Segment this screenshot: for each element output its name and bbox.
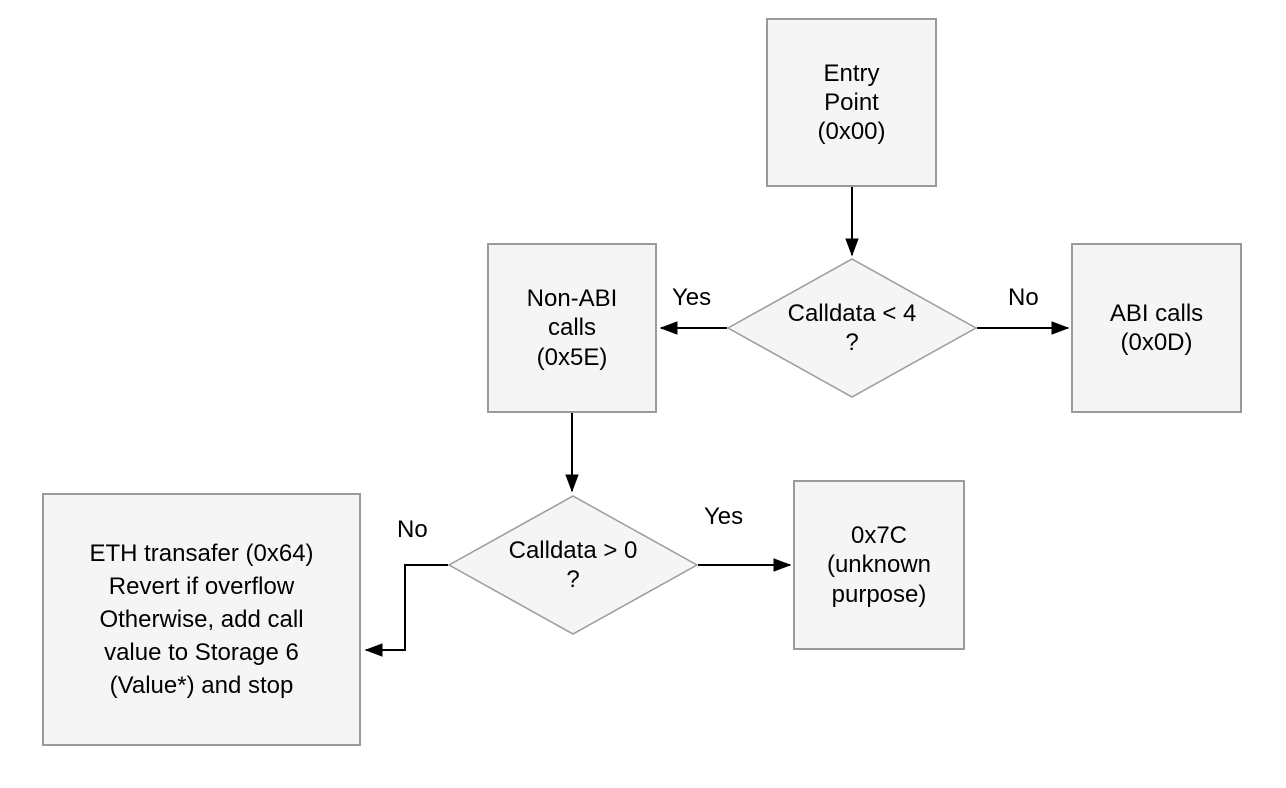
decision-diamond-shape <box>727 258 977 398</box>
node-decision-calldata-gt-0: Calldata > 0 ? <box>448 495 698 635</box>
edge-label-decision2-no: No <box>397 516 428 543</box>
node-decision-calldata-gt-0-label: Calldata > 0 ? <box>508 536 638 593</box>
decision-diamond-shape <box>448 495 698 635</box>
node-non-abi-calls: Non-ABI calls (0x5E) <box>487 243 657 413</box>
node-abi-calls: ABI calls (0x0D) <box>1071 243 1242 413</box>
node-non-abi-calls-label: Non-ABI calls (0x5E) <box>526 285 618 371</box>
edge-label-decision2-yes: Yes <box>704 503 744 530</box>
node-entry-point: Entry Point (0x00) <box>766 18 937 187</box>
node-eth-transfer-label: ETH transafer (0x64) Revert if overflow … <box>89 539 314 700</box>
node-unknown-purpose: 0x7C (unknown purpose) <box>793 480 965 650</box>
node-eth-transfer: ETH transafer (0x64) Revert if overflow … <box>42 493 361 746</box>
node-abi-calls-label: ABI calls (0x0D) <box>1109 299 1204 356</box>
edge-decision2-no-to-eth-transfer <box>364 564 448 657</box>
node-unknown-purpose-label: 0x7C (unknown purpose) <box>826 522 932 608</box>
node-decision-calldata-lt-4: Calldata < 4 ? <box>727 258 977 398</box>
node-decision-calldata-lt-4-label: Calldata < 4 ? <box>787 299 917 356</box>
edge-label-decision1-no: No <box>1008 284 1039 311</box>
node-entry-point-label: Entry Point (0x00) <box>817 59 886 146</box>
edge-label-decision1-yes: Yes <box>672 284 712 311</box>
